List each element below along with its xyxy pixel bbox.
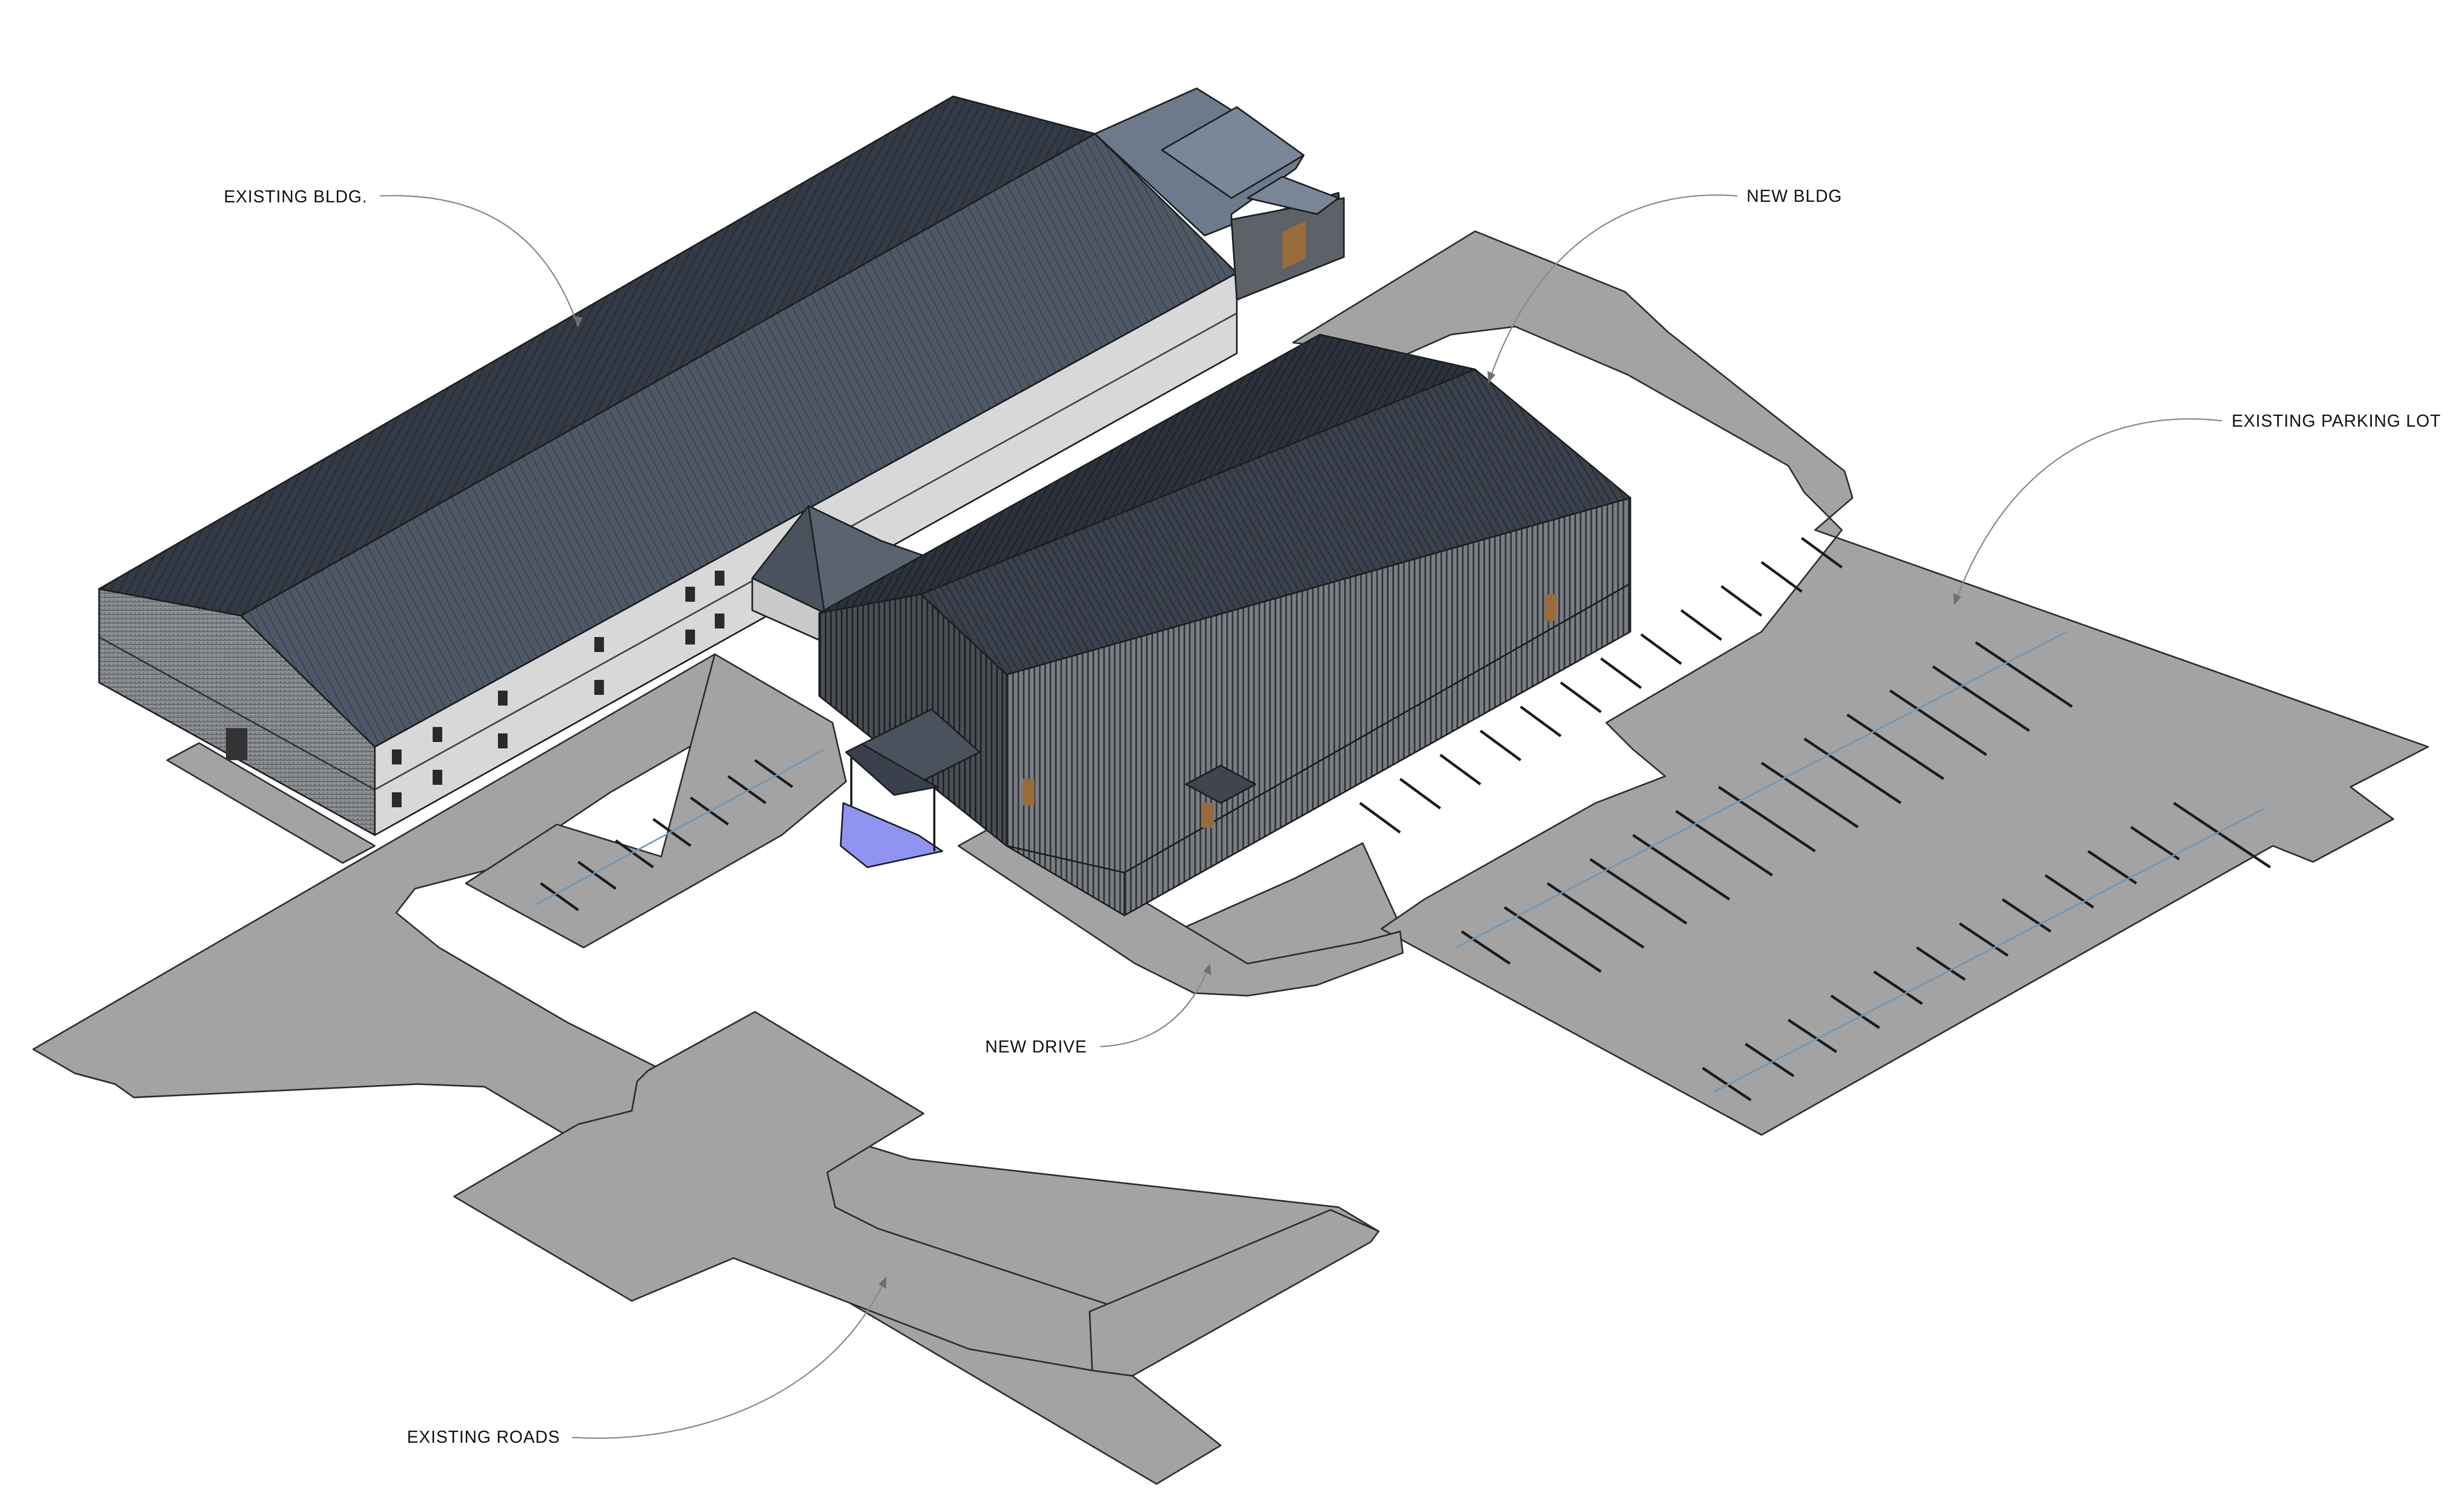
callout-existing-roads: EXISTING ROADS [407,1276,887,1446]
front-canopy [840,708,981,868]
new-bldg-side-door [1545,594,1556,621]
road-stub-left [166,742,376,864]
callout-existing-bldg-leader [380,195,579,327]
callout-existing-parking-lot-label: EXISTING PARKING LOT [2232,411,2441,430]
small-parking-lot [465,653,847,949]
callout-new-bldg-arrow [1487,371,1495,383]
existing-bldg-windows [392,571,724,807]
callout-new-drive-arrow [1204,964,1211,975]
callout-existing-bldg: EXISTING BLDG. [224,187,583,327]
annex-door [1282,221,1306,270]
connector-walkway [751,505,943,643]
canopy-base [840,802,943,868]
callout-existing-roads-arrow [879,1277,886,1289]
annex-roof-lower [1246,176,1340,215]
new-bldg-entry-door [1202,803,1214,828]
existing-parking-lot [1292,230,2429,1136]
annex-roof-top [1161,106,1305,199]
existing-roads [32,653,1404,1485]
small-lot-surface [465,653,847,949]
callout-new-drive-leader [1100,963,1211,1048]
parking-stalls [1359,536,2271,1102]
callout-new-drive: NEW DRIVE [985,963,1211,1056]
callout-new-bldg-leader [1487,194,1738,383]
callout-new-bldg-label: NEW BLDG [1747,186,1842,206]
new-building [818,334,1631,917]
small-lot-stalls [535,748,825,912]
callout-existing-bldg-label: EXISTING BLDG. [224,187,367,206]
parking-lot-surface [1292,230,2429,1136]
canopy-roof-right [845,743,938,796]
road-cross [453,1011,1139,1372]
callout-existing-parking-lot-arrow [1953,593,1961,605]
callout-existing-bldg-arrow [573,316,583,327]
road-branch-right [1089,1209,1380,1377]
callout-new-drive-label: NEW DRIVE [985,1037,1087,1056]
existing-bldg-end-door [226,728,247,760]
existing-annex [1094,87,1345,301]
callout-existing-roads-leader [571,1276,887,1439]
callout-existing-roads-label: EXISTING ROADS [407,1427,560,1446]
callout-new-bldg: NEW BLDG [1487,186,1842,383]
new-bldg-entry-canopy [1185,764,1257,804]
callout-existing-parking-lot: EXISTING PARKING LOT [1953,411,2441,605]
new-bldg-front-door [1023,779,1034,806]
callout-existing-parking-lot-leader [1953,418,2223,605]
new-bldg-roof-back [818,334,1476,614]
